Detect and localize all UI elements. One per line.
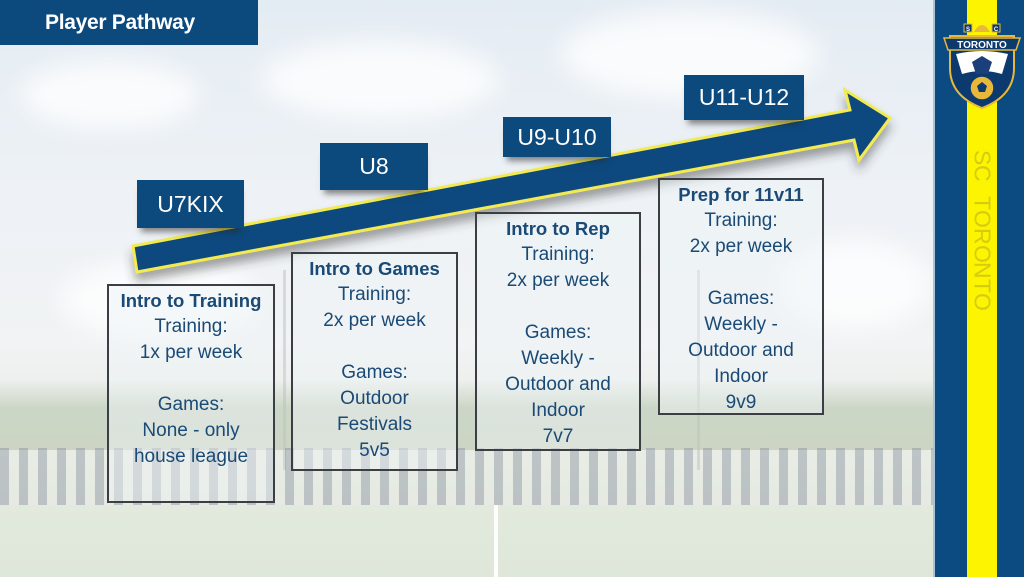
letter: N [969,262,996,280]
title-bar: Player Pathway [0,0,258,45]
age-label-u9-u10: U9-U10 [503,117,611,157]
training-value: 2x per week [689,236,793,257]
games-line: Outdoor and [505,374,611,395]
games-line: Festivals [337,414,412,435]
age-label-u8: U8 [320,143,428,190]
letter: R [969,227,996,245]
games-line: 5v5 [359,440,390,461]
games-label: Games: [707,288,775,309]
players-lineup [0,448,933,508]
training-value: 1x per week [139,342,243,363]
games-line: Outdoor and [688,340,794,361]
letter: O [969,244,996,263]
training-value: 2x per week [506,270,610,291]
age-label-text: U8 [359,153,389,179]
stage-box-u7kix: Intro to Training Training: 1x per week … [107,284,275,503]
vertical-brand-text: S C T O R O N T O [967,150,997,311]
club-crest-icon: S C TORONTO [942,23,1022,110]
cloud [60,260,260,340]
games-line: Indoor [714,366,768,387]
training-label: Training: [337,284,412,305]
svg-text:TORONTO: TORONTO [957,40,1007,51]
training-label: Training: [154,316,228,337]
age-label-text: U7KIX [157,190,224,217]
svg-text:S: S [966,27,970,33]
stage-heading: Intro to Training [120,290,262,311]
svg-text:C: C [994,27,999,33]
age-label-text: U9-U10 [517,123,597,150]
games-line: house league [133,446,249,467]
stage-box-u11-u12: Prep for 11v11 Training: 2x per week Gam… [658,178,824,415]
pitch [0,505,933,577]
pitch-line [494,505,498,577]
training-value: 2x per week [323,310,426,331]
games-label: Games: [341,362,408,383]
games-line: Outdoor [340,388,409,409]
page-title: Player Pathway [45,10,195,34]
age-label-u7kix: U7KIX [137,180,244,228]
games-line: Weekly - [521,348,595,369]
letter: T [969,195,996,211]
letter: C [969,165,996,182]
games-label: Games: [157,394,225,415]
letter: O [969,293,996,312]
games-label: Games: [524,322,592,343]
light-pole [697,270,700,470]
games-line: Weekly - [704,314,778,335]
letter: T [969,279,996,294]
training-label: Training: [704,210,778,231]
stage-heading: Intro to Rep [506,218,610,239]
games-line: 9v9 [725,392,757,413]
cloud [20,60,200,130]
age-label-u11-u12: U11-U12 [684,75,804,120]
cloud [260,40,500,120]
stage-heading: Intro to Games [309,258,440,279]
games-line: Indoor [531,400,585,421]
games-line: 7v7 [542,426,574,447]
stage-heading: Prep for 11v11 [678,184,804,205]
treeline [0,380,933,450]
stage-box-u8: Intro to Games Training: 2x per week Gam… [291,252,458,471]
letter: O [969,210,996,228]
age-label-text: U11-U12 [698,84,790,110]
cloud [780,240,930,330]
stage-box-u9-u10: Intro to Rep Training: 2x per week Games… [475,212,641,451]
progression-arrow-icon [131,86,893,274]
games-line: None - only [142,420,240,441]
training-label: Training: [521,244,595,265]
brand-banner: S C T O R O N T O S C TORONTO [933,0,1024,577]
light-pole [283,270,286,470]
letter: S [969,150,996,166]
